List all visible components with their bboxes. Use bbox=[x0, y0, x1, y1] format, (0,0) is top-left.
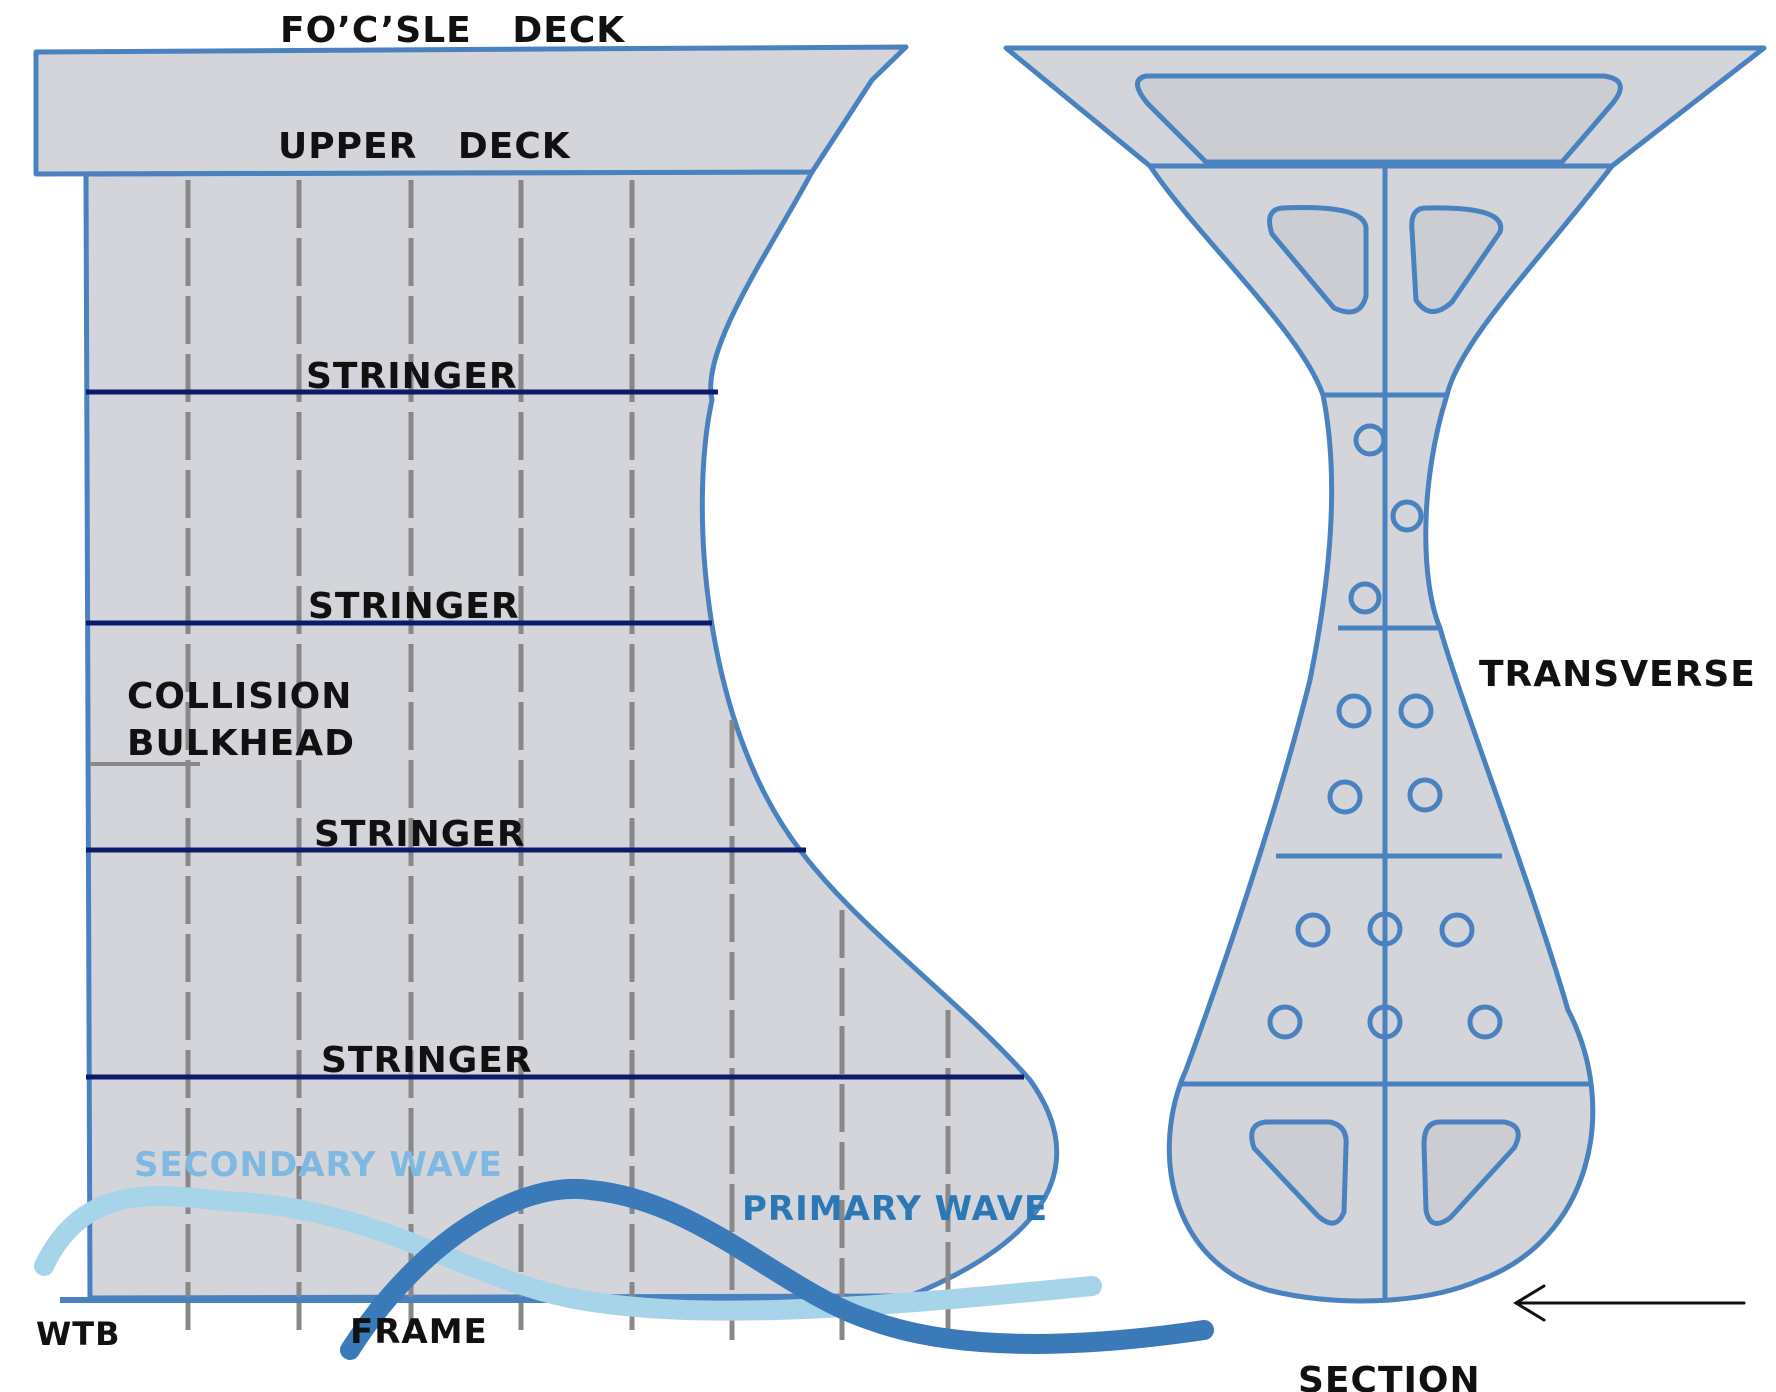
upper-right-cutout bbox=[1409, 205, 1504, 314]
wtb-label: WTB bbox=[36, 1315, 121, 1353]
labels: FO’C’SLE DECK UPPER DECK STRINGER STRING… bbox=[36, 10, 1756, 1392]
frame-lines bbox=[185, 180, 951, 1340]
lightening-hole bbox=[1367, 911, 1403, 947]
lightening-hole bbox=[1336, 693, 1372, 729]
profile-view bbox=[33, 44, 1214, 1360]
lightening-hole bbox=[1267, 1004, 1303, 1040]
section-label: SECTION bbox=[1298, 1360, 1481, 1392]
top-cutout bbox=[1135, 73, 1623, 165]
upper-deck-label: UPPER DECK bbox=[278, 126, 571, 167]
stringer-label-2: STRINGER bbox=[308, 586, 520, 627]
lightening-hole bbox=[1327, 779, 1363, 815]
transverse-label: TRANSVERSE bbox=[1479, 654, 1756, 695]
frame-label: FRAME bbox=[350, 1312, 488, 1352]
section-divisions bbox=[1150, 163, 1612, 1087]
lightening-holes bbox=[1267, 423, 1503, 1040]
lightening-hole bbox=[1348, 581, 1382, 615]
primary-wave-label: PRIMARY WAVE bbox=[742, 1189, 1048, 1229]
secondary-wave-label: SECONDARY WAVE bbox=[134, 1145, 503, 1185]
upper-left-cutout bbox=[1267, 205, 1369, 315]
lightening-hole bbox=[1407, 777, 1443, 813]
lightening-hole bbox=[1390, 499, 1424, 533]
lower-left-cutout bbox=[1249, 1119, 1349, 1226]
stringers bbox=[86, 389, 1024, 1080]
lightening-hole bbox=[1467, 1004, 1503, 1040]
arrow-left-icon bbox=[1513, 1284, 1746, 1322]
collision-label-line1: COLLISION bbox=[127, 676, 352, 717]
stringer-label-1: STRINGER bbox=[306, 356, 518, 397]
focsle-deck-band bbox=[33, 44, 909, 177]
lightening-hole bbox=[1367, 1004, 1403, 1040]
transverse-section bbox=[1003, 45, 1767, 1322]
lower-right-cutout bbox=[1421, 1119, 1521, 1226]
focsle-deck-label: FO’C’SLE DECK bbox=[280, 10, 625, 51]
collision-label-line2: BULKHEAD bbox=[127, 723, 355, 764]
stringer-label-3: STRINGER bbox=[314, 814, 526, 855]
stringer-label-4: STRINGER bbox=[321, 1040, 533, 1081]
lightening-hole bbox=[1398, 693, 1434, 729]
lightening-hole bbox=[1295, 912, 1331, 948]
lightening-hole bbox=[1353, 423, 1387, 457]
primary-wave bbox=[340, 1178, 1214, 1360]
lightening-hole bbox=[1439, 912, 1475, 948]
